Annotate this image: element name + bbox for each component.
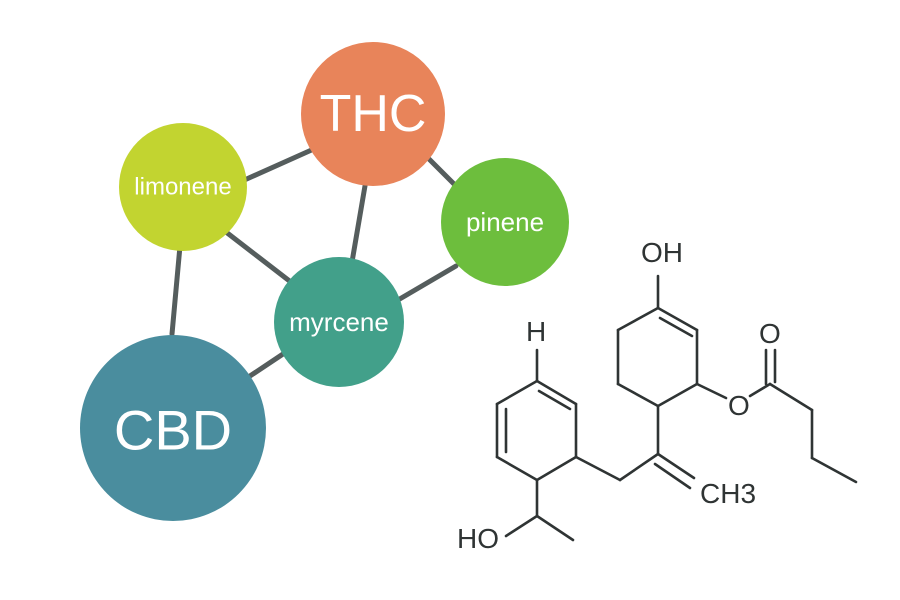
hydroxyethyl — [504, 478, 575, 542]
chemical-structure — [495, 274, 858, 542]
label-ho-bottom: HO — [457, 523, 499, 554]
label-h-top: H — [526, 316, 546, 347]
label-o-ester: O — [728, 390, 750, 421]
bond-ho-link — [504, 514, 539, 538]
linker — [574, 404, 696, 490]
node-pinene: pinene — [441, 158, 569, 286]
bond-chain-end — [810, 456, 858, 484]
bond-linker-ch2 — [656, 452, 696, 480]
node-limonene: limonene — [119, 123, 247, 251]
ester-chain — [695, 348, 858, 484]
bond-c4-c5 — [616, 382, 660, 408]
node-cbd-label: CBD — [114, 399, 232, 462]
label-oh-top: OH — [641, 237, 683, 268]
bond-carbonyl-c-chain — [768, 382, 814, 412]
chemical-labels: OH H O O CH3 HO — [457, 237, 781, 554]
node-pinene-circle — [441, 158, 569, 286]
node-cbd-circle — [80, 335, 266, 521]
edge-limonene-thc — [237, 145, 319, 185]
node-myrcene: myrcene — [274, 257, 404, 387]
bond-c1-c2-double — [658, 316, 694, 338]
node-limonene-label: limonene — [134, 174, 231, 201]
edge-limonene-cbd — [169, 243, 183, 337]
node-limonene-circle — [119, 123, 247, 251]
node-cbd: CBD — [80, 335, 266, 521]
bond-r6-r1 — [495, 379, 539, 406]
upper-ring — [616, 274, 699, 408]
bond-r4-r5 — [495, 455, 539, 482]
lower-ring — [495, 348, 578, 482]
edge-myrcene-cbd — [241, 349, 289, 383]
network-nodes: THC limonene pinene myrcene CBD — [80, 42, 569, 521]
bond-ch-ring — [574, 455, 622, 482]
bond-linker-ch — [618, 452, 660, 482]
network-edges — [169, 145, 463, 383]
bond-c3-o — [695, 382, 728, 400]
label-ch3: CH3 — [700, 478, 756, 509]
bond-r3-r4 — [535, 455, 578, 482]
node-myrcene-label: myrcene — [289, 307, 389, 337]
edge-pinene-myrcene — [395, 263, 459, 303]
bond-c3-c4 — [656, 382, 699, 408]
edge-limonene-myrcene — [223, 229, 299, 289]
node-pinene-label: pinene — [466, 207, 544, 237]
bond-r1-r2-double — [537, 389, 572, 411]
bond-c1-c2 — [656, 306, 699, 332]
bond-o-carbonyl-c — [748, 382, 772, 398]
node-thc: THC — [301, 42, 445, 186]
bond-c6-c1 — [616, 306, 660, 332]
edge-thc-myrcene — [349, 177, 369, 265]
bond-r1-r2 — [535, 379, 578, 406]
node-myrcene-circle — [274, 257, 404, 387]
node-thc-label: THC — [320, 85, 427, 143]
bond-linker-ch2-double — [653, 462, 692, 490]
label-o-carbonyl: O — [759, 318, 781, 349]
node-thc-circle — [301, 42, 445, 186]
bond-methyl — [535, 514, 575, 542]
